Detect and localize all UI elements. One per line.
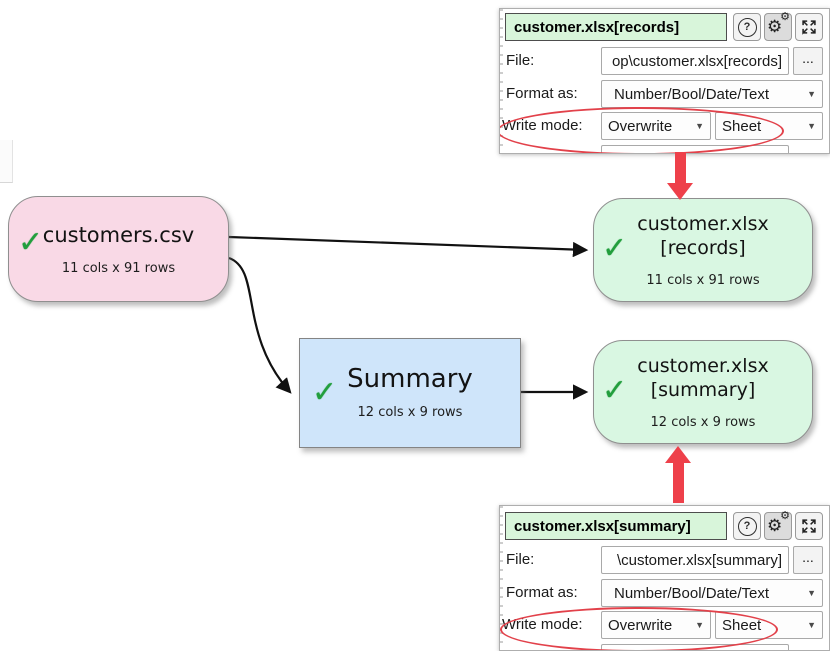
node-stats: 11 cols x 91 rows: [646, 273, 760, 288]
annotation-arrow-up: [660, 446, 696, 503]
expand-icon: [802, 20, 816, 35]
node-title: customer.xlsx [summary]: [637, 355, 769, 401]
format-as-label: Format as:: [506, 584, 578, 601]
check-icon: ✓: [602, 231, 628, 266]
browse-button[interactable]: ...: [793, 47, 823, 75]
node-stats: 11 cols x 91 rows: [61, 260, 176, 276]
chevron-down-icon: ▼: [695, 121, 704, 131]
connector-source-to-summary: [228, 256, 292, 394]
gear-icon: ⚙ ⚙: [767, 510, 790, 536]
expand-button[interactable]: [795, 13, 823, 41]
chevron-down-icon: ▼: [807, 89, 816, 99]
clipped-next-row: [601, 145, 789, 153]
file-path-input[interactable]: \customer.xlsx[summary]: [601, 546, 789, 574]
node-title: customers.csv: [42, 222, 195, 247]
node-customer-xlsx-summary[interactable]: customer.xlsx [summary] 12 cols x 9 rows…: [593, 340, 813, 444]
chevron-down-icon: ▼: [807, 121, 816, 131]
window-edge-sliver: [0, 140, 13, 183]
panel-title: customer.xlsx[summary]: [505, 512, 727, 540]
settings-button[interactable]: ⚙ ⚙: [764, 510, 792, 540]
expand-icon: [802, 519, 816, 534]
help-button[interactable]: ?: [733, 512, 761, 540]
file-label: File:: [506, 52, 535, 69]
help-button[interactable]: ?: [733, 13, 761, 41]
chevron-down-icon: ▼: [695, 620, 704, 630]
file-path-input[interactable]: op\customer.xlsx[records]: [601, 47, 789, 75]
node-stats: 12 cols x 9 rows: [650, 415, 756, 430]
browse-button[interactable]: ...: [793, 546, 823, 574]
settings-button[interactable]: ⚙ ⚙: [764, 11, 792, 41]
gear-icon: ⚙ ⚙: [767, 11, 790, 37]
write-mode-target-dropdown[interactable]: Sheet ▼: [715, 611, 823, 639]
help-icon: ?: [737, 516, 757, 536]
node-customer-xlsx-records[interactable]: customer.xlsx [records] 11 cols x 91 row…: [593, 198, 813, 302]
clipped-next-row: [601, 644, 789, 650]
properties-panel-records: customer.xlsx[records] ? ⚙ ⚙ File: op\cu…: [499, 8, 830, 154]
write-mode-dropdown[interactable]: Overwrite ▼: [601, 112, 711, 140]
check-icon: ✓: [602, 373, 628, 408]
chevron-down-icon: ▼: [807, 588, 816, 598]
node-summary-transform[interactable]: Summary 12 cols x 9 rows ✓: [299, 338, 521, 448]
node-title: Summary: [347, 363, 473, 394]
properties-panel-summary: customer.xlsx[summary] ? ⚙ ⚙ File: \cust…: [499, 505, 830, 651]
format-as-dropdown[interactable]: Number/Bool/Date/Text ▼: [601, 579, 823, 607]
panel-title: customer.xlsx[records]: [505, 13, 727, 41]
check-icon: ✓: [312, 375, 338, 410]
format-as-dropdown[interactable]: Number/Bool/Date/Text ▼: [601, 80, 823, 108]
node-title: customer.xlsx [records]: [637, 213, 769, 259]
write-mode-label: Write mode:: [502, 117, 583, 134]
help-icon: ?: [737, 17, 757, 37]
node-stats: 12 cols x 9 rows: [357, 404, 463, 420]
write-mode-dropdown[interactable]: Overwrite ▼: [601, 611, 711, 639]
format-as-label: Format as:: [506, 85, 578, 102]
expand-button[interactable]: [795, 512, 823, 540]
check-icon: ✓: [18, 225, 44, 260]
connector-source-to-records: [228, 235, 589, 258]
file-label: File:: [506, 551, 535, 568]
node-customers-csv[interactable]: customers.csv 11 cols x 91 rows ✓: [8, 196, 229, 302]
annotation-arrow-down: [662, 152, 698, 200]
write-mode-label: Write mode:: [502, 616, 583, 633]
write-mode-target-dropdown[interactable]: Sheet ▼: [715, 112, 823, 140]
chevron-down-icon: ▼: [807, 620, 816, 630]
